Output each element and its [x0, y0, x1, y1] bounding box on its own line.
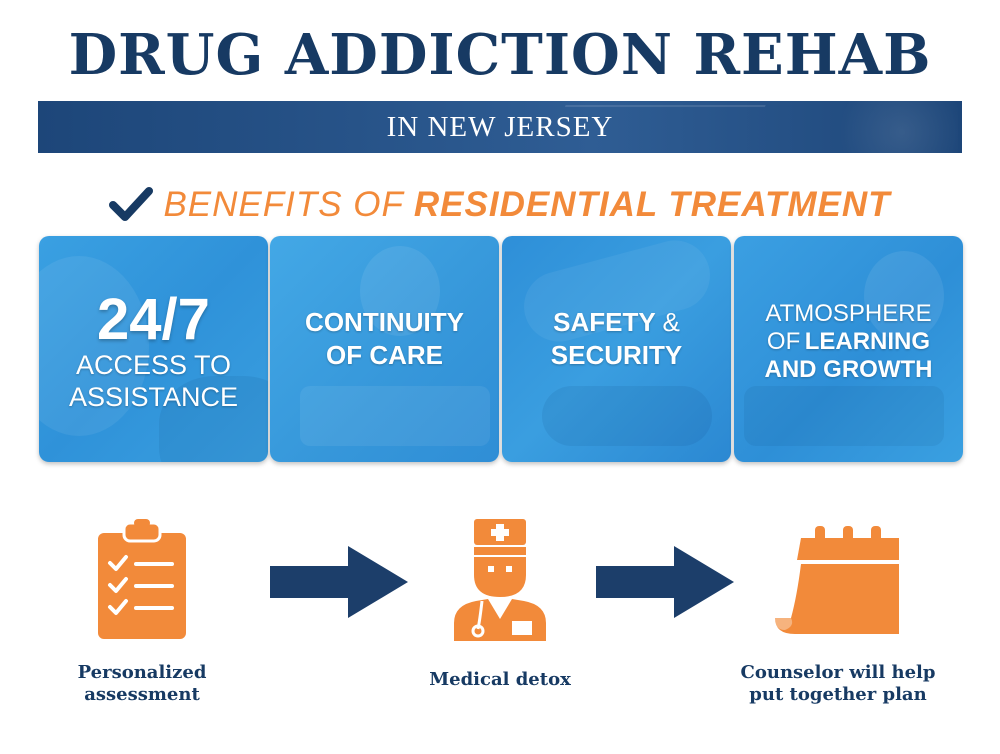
arrow-right-icon	[270, 546, 408, 618]
benefit-card-safety: SAFETY & SECURITY	[502, 236, 731, 462]
page-title: DRUG ADDICTION REHAB	[68, 22, 932, 88]
calendar-icon	[775, 526, 899, 634]
benefit-card-learning: ATMOSPHERE OF LEARNING AND GROWTH	[734, 236, 963, 462]
subtitle: IN NEW JERSEY	[386, 111, 614, 143]
doctor-icon	[454, 519, 546, 641]
benefits-heading: BENEFITS OF RESIDENTIAL TREATMENT	[0, 180, 1000, 230]
checkmark-icon	[109, 187, 154, 221]
card-text: OF CARE	[325, 340, 443, 370]
step-label-detox: Medical detox	[429, 669, 571, 690]
benefit-card-continuity: CONTINUITY OF CARE	[270, 236, 499, 462]
step-label-counselor: Counselor will help put together plan	[740, 662, 936, 705]
step-label-assessment: Personalized assessment	[77, 662, 207, 705]
card-text: OF LEARNING	[766, 328, 931, 355]
card-text: SECURITY	[550, 340, 683, 370]
card-text: ACCESS TO	[75, 350, 232, 380]
benefit-card-access: 24/7 ACCESS TO ASSISTANCE	[39, 236, 268, 462]
card-text: AND GROWTH	[764, 356, 933, 383]
card-text: ATMOSPHERE	[765, 300, 932, 327]
benefits-lead: BENEFITS OF	[163, 185, 404, 224]
arrow-right-icon	[596, 546, 734, 618]
subtitle-banner: IN NEW JERSEY	[38, 101, 962, 153]
card-text: SAFETY &	[553, 307, 680, 337]
card-big-text: 24/7	[97, 287, 210, 352]
card-text: ASSISTANCE	[68, 382, 239, 412]
clipboard-checklist-icon	[98, 519, 186, 639]
card-text: CONTINUITY	[305, 307, 464, 337]
benefits-emphasis: RESIDENTIAL TREATMENT	[413, 185, 891, 224]
